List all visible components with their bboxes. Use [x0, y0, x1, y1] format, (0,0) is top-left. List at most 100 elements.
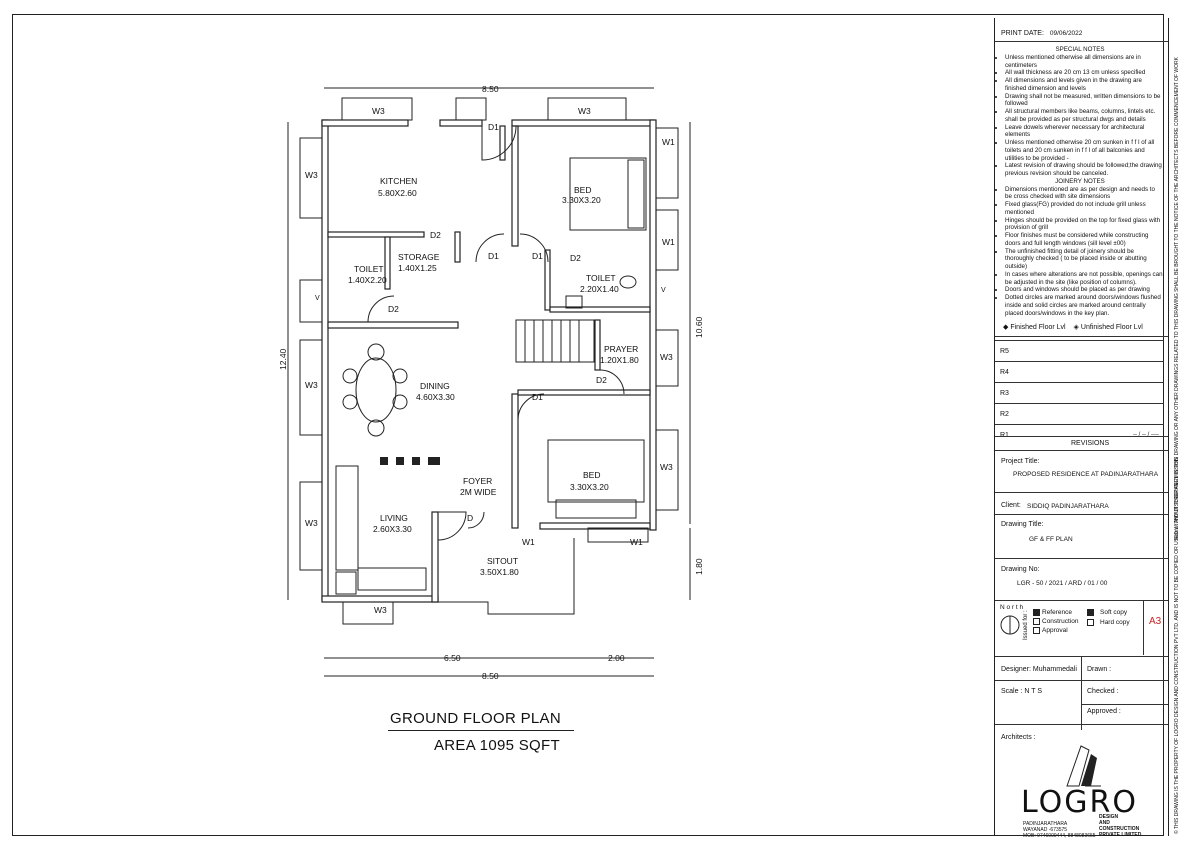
window-tag: W3 [660, 352, 673, 362]
drawing-title-value: GF & FF PLAN [1029, 536, 1073, 543]
room-size: 1.20X1.80 [600, 355, 639, 365]
window-tag: W1 [662, 137, 675, 147]
room-name: SITOUT [487, 556, 518, 566]
room-name: TOILET [354, 264, 384, 274]
note: All wall thickness are 20 cm 13 cm unles… [1005, 69, 1163, 77]
dim-top: 8.50 [482, 84, 499, 94]
dim-bottom-left: 6.50 [444, 653, 461, 663]
note: Doors and windows should be placed as pe… [1005, 286, 1163, 294]
room-size: 5.80X2.60 [378, 188, 417, 198]
issued-construction-checkbox[interactable]: Construction [1033, 617, 1079, 626]
room-size: 2.20X1.40 [580, 284, 619, 294]
door-tag: D1 [532, 251, 543, 261]
room-name: FOYER [463, 476, 492, 486]
client-label: Client: [1001, 502, 1021, 509]
room-size: 3.30X3.20 [570, 482, 609, 492]
revision-date: -- / -- / ---- [1133, 432, 1159, 438]
note: Drawing shall not be measured, written d… [1005, 93, 1163, 109]
window-tag: W3 [305, 170, 318, 180]
architects-label: Architects : [1001, 734, 1036, 741]
hard-copy-checkbox[interactable]: Hard copy [1087, 618, 1130, 628]
scale-label: Scale : [1001, 688, 1023, 695]
joinery-notes: Dimensions mentioned are as per design a… [997, 186, 1163, 318]
vent-tag: V [315, 295, 320, 302]
window-tag: W1 [630, 537, 643, 547]
room-name: STORAGE [398, 252, 440, 262]
revision-row: R4 [995, 361, 1164, 382]
issued-reference-checkbox[interactable]: Reference [1033, 608, 1079, 617]
scale-value: N T S [1024, 688, 1042, 695]
special-notes: Unless mentioned otherwise all dimension… [997, 54, 1163, 178]
soft-copy-checkbox[interactable]: Soft copy [1087, 608, 1130, 618]
room-size: 2.60X3.30 [373, 524, 412, 534]
logo-text: LOGRO [1021, 785, 1138, 820]
window-tag: W3 [578, 106, 591, 116]
room-size: 1.40X2.20 [348, 275, 387, 285]
room-size: 1.40X1.25 [398, 263, 437, 273]
room-name: TOILET [586, 273, 616, 283]
room-size: 3.30X3.20 [562, 195, 601, 205]
note: In cases where alterations are not possi… [1005, 271, 1163, 287]
title-block: PRINT DATE: 09/06/2022 SPECIAL NOTES Unl… [994, 18, 1169, 839]
room-name: BED [583, 470, 600, 480]
room-name: PRAYER [604, 344, 638, 354]
window-tag: W3 [305, 518, 318, 528]
special-notes-title: SPECIAL NOTES [1055, 46, 1105, 53]
note: The unfinished fitting detail of joinery… [1005, 248, 1163, 271]
revision-row: R3 [995, 382, 1164, 403]
drawing-title-label: Drawing Title: [1001, 521, 1044, 528]
revisions-label: REVISIONS [1071, 440, 1110, 447]
floor-plan: 8.50 6.50 2.00 8.50 12.40 10.60 1.80 KIT… [278, 84, 704, 681]
print-date-label: PRINT DATE: [1001, 30, 1044, 37]
door-tag: D1 [532, 392, 543, 402]
note: Leave dowels wherever necessary for arch… [1005, 124, 1163, 140]
designer-name: Muhammedali [1032, 666, 1077, 673]
note: All structural members like beams, colum… [1005, 108, 1163, 124]
project-title: PROPOSED RESIDENCE AT PADINJARATHARA [1013, 471, 1159, 478]
side-note-property: © THIS DRAWING IS THE PROPERTY OF LOGRO … [1174, 457, 1180, 834]
drawn-label: Drawn : [1087, 666, 1112, 673]
note: Fixed glass(FG) provided do not include … [1005, 201, 1163, 217]
sheet-border [12, 14, 1164, 836]
vent-tag: V [661, 287, 666, 294]
dim-right-bottom: 1.80 [694, 558, 704, 575]
revision-row: R5 [995, 340, 1164, 361]
door-tag: D1 [488, 251, 499, 261]
door-tag: D2 [570, 253, 581, 263]
room-name: KITCHEN [380, 176, 417, 186]
dim-bottom-total: 8.50 [482, 671, 499, 681]
issued-for-label: Issued for : [1023, 610, 1029, 640]
logo-building-icon [1066, 745, 1101, 787]
door-tag: D2 [596, 375, 607, 385]
unfinished-floor-label: Unfinished Floor Lvl [1080, 324, 1143, 331]
room-size: 2M WIDE [460, 487, 497, 497]
notes-section: SPECIAL NOTES Unless mentioned otherwise… [997, 46, 1163, 317]
note: Dimensions mentioned are as per design a… [1005, 186, 1163, 202]
window-tag: W3 [372, 106, 385, 116]
note: All dimensions and levels given in the d… [1005, 77, 1163, 93]
dim-left: 12.40 [278, 348, 288, 370]
issued-approval-checkbox[interactable]: Approval [1033, 626, 1079, 635]
north-label: N o r t h [1000, 604, 1024, 611]
dim-right-main: 10.60 [694, 316, 704, 338]
room-size: 4.60X3.30 [416, 392, 455, 402]
note: Floor finishes must be considered while … [1005, 232, 1163, 248]
print-date: 09/06/2022 [1049, 30, 1083, 37]
title-underline [388, 730, 574, 731]
room-size: 3.50X1.80 [480, 567, 519, 577]
designer-label: Designer: [1001, 666, 1031, 673]
window-tag: W1 [522, 537, 535, 547]
room-name: LIVING [380, 513, 408, 523]
note: Unless mentioned otherwise 20 cm sunken … [1005, 139, 1163, 162]
revision-row: R2 [995, 403, 1164, 424]
window-tag: W1 [662, 237, 675, 247]
copy-options: Soft copy Hard copy [1087, 608, 1130, 628]
window-tag: W3 [660, 462, 673, 472]
project-title-label: Project Title: [1001, 458, 1040, 465]
window-tag: W3 [305, 380, 318, 390]
finished-floor-icon: ◆ [1003, 324, 1009, 331]
room-name: BED [574, 185, 591, 195]
window-tag: W3 [374, 605, 387, 615]
